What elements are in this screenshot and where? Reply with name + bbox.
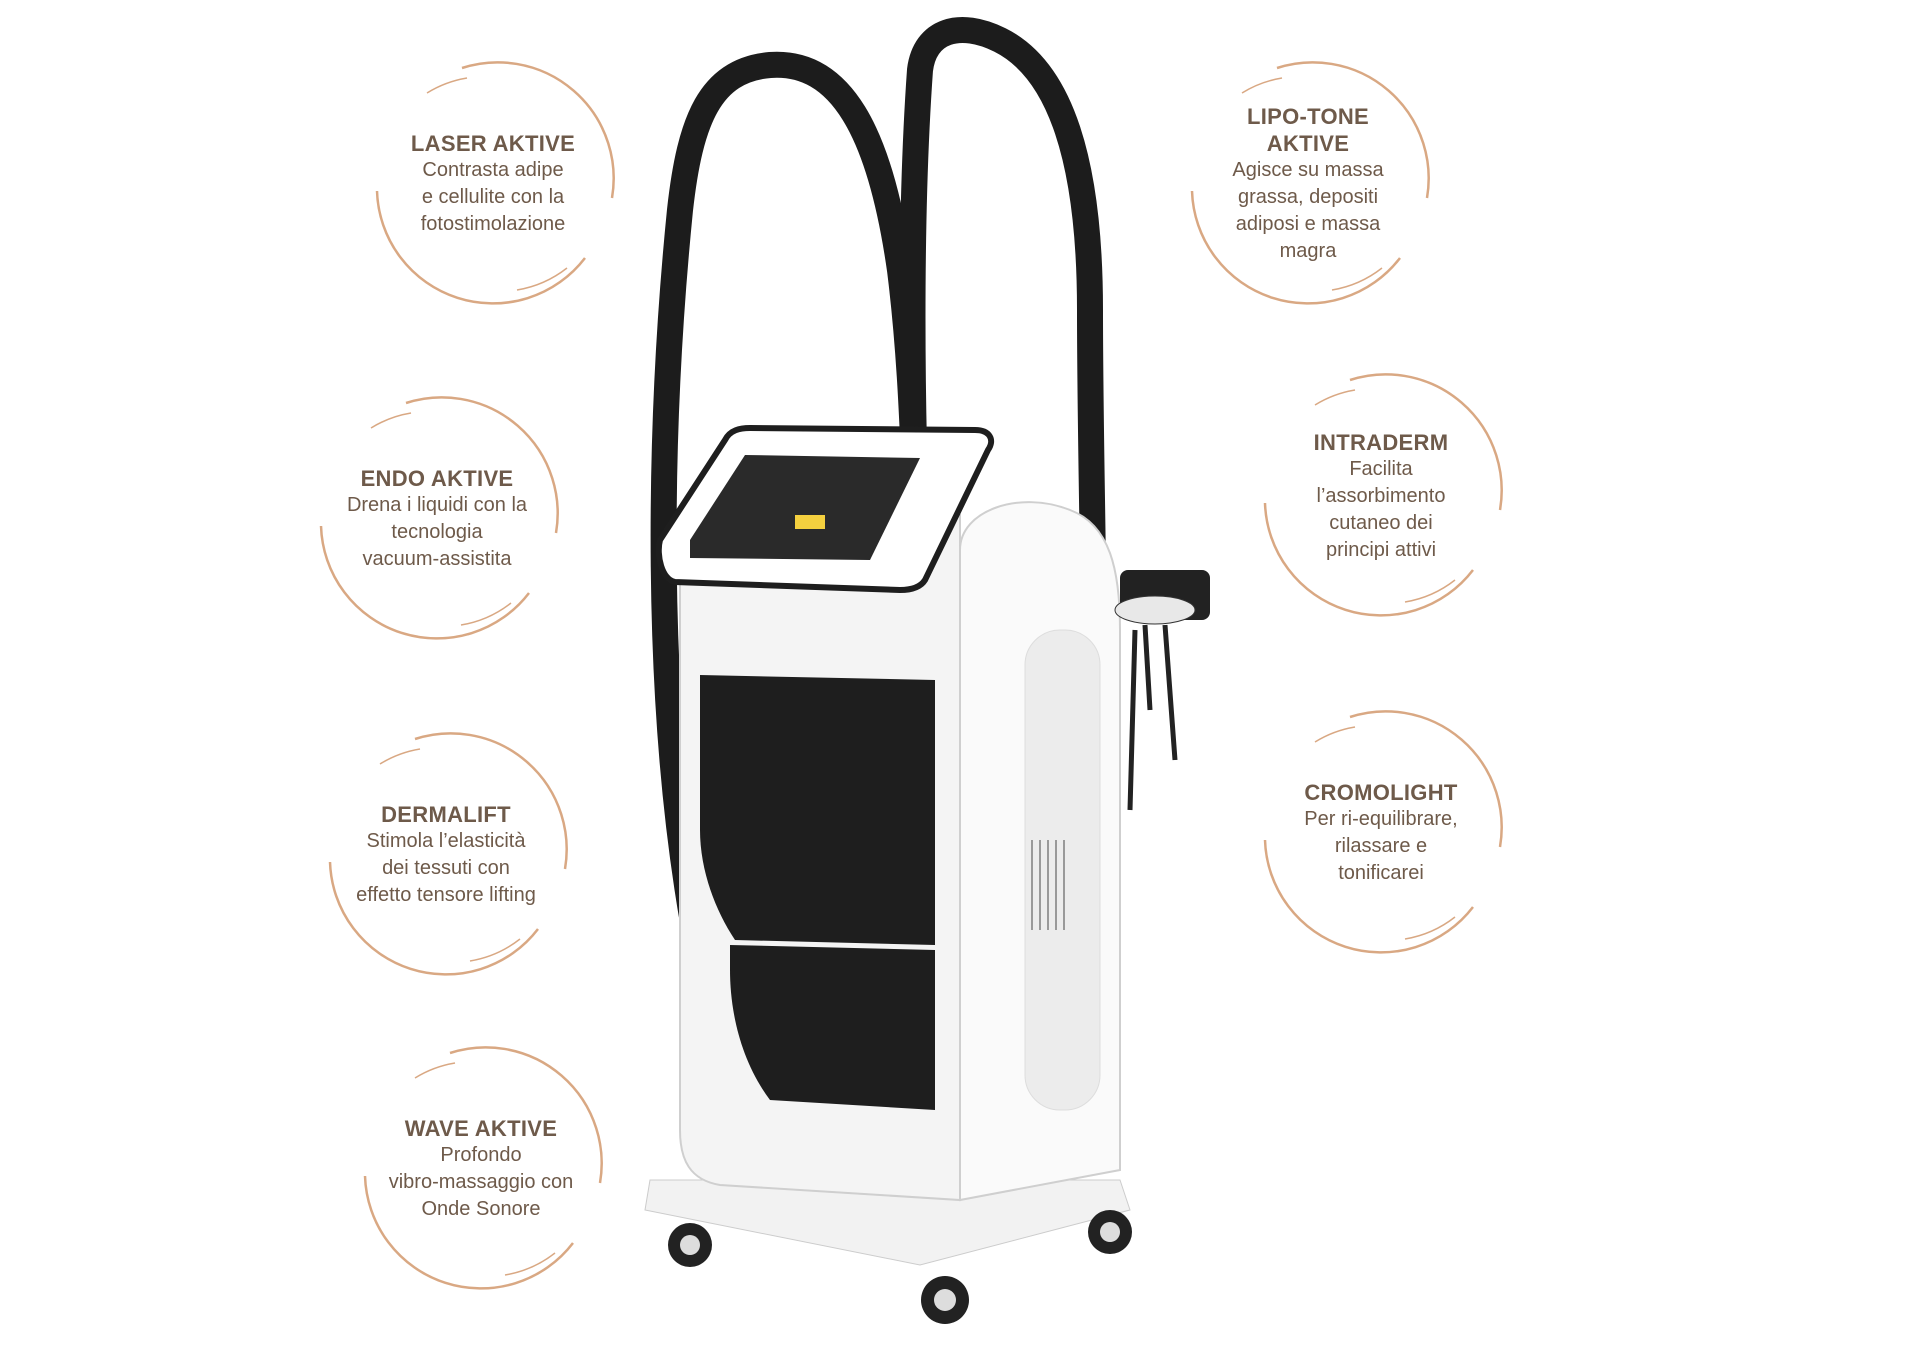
feature-description-line: vacuum-assistita — [362, 548, 512, 570]
feature-description-line: Stimola l’elasticità — [366, 830, 526, 852]
feature-description-line: Profondo — [440, 1144, 522, 1166]
feature-description-line: Per ri-equilibrare, — [1304, 808, 1458, 830]
circle-arc-decoration — [375, 61, 615, 305]
feature-description-line: l’assorbimento — [1316, 484, 1446, 507]
feature-title: LASER AKTIVE — [410, 131, 576, 156]
feature-description-line: grassa, depositi — [1237, 186, 1379, 208]
feature-laser-aktive: LASER AKTIVE Contrasta adipe e cellulite … — [367, 58, 619, 310]
side-recess — [1024, 629, 1101, 1111]
feature-description-line: cutaneo dei — [1329, 511, 1433, 534]
feature-title: LIPO-TONE AKTIVE — [1246, 104, 1370, 156]
drawer-lower — [730, 945, 935, 1110]
feature-description-line: effetto tensore lifting — [356, 884, 536, 906]
feature-description-line: tonificarei — [1338, 862, 1424, 884]
feature-cromolight: CROMOLIGHT Per ri-equilibrare, rilassare … — [1255, 707, 1507, 959]
feature-title: ENDO AKTIVE — [360, 466, 514, 491]
feature-description-line: Onde Sonore — [421, 1198, 541, 1220]
drawer-upper — [700, 675, 935, 945]
feature-description-line: fotostimolazione — [420, 213, 566, 235]
handpiece — [1114, 595, 1196, 625]
feature-description-line: dei tessuti con — [382, 857, 510, 879]
feature-description-line: rilassare e — [1334, 835, 1428, 857]
feature-description-line: Drena i liquidi con la — [346, 494, 528, 516]
feature-title: CROMOLIGHT — [1304, 780, 1458, 805]
feature-description-line: magra — [1279, 240, 1337, 262]
circle-arc-decoration — [328, 732, 568, 976]
feature-description-line: Agisce su massa — [1232, 159, 1384, 181]
feature-intraderm: INTRADERM Facilita l’assorbimento cutaneo … — [1255, 370, 1507, 622]
circle-arc-decoration — [363, 1046, 603, 1290]
feature-dermalift: DERMALIFT Stimola l’elasticità dei tessut… — [320, 729, 572, 981]
circle-arc-decoration — [319, 396, 559, 640]
feature-title: WAVE AKTIVE — [404, 1116, 558, 1141]
feature-description-line: e cellulite con la — [421, 186, 565, 208]
body-contouring-device-image — [644, 17, 1210, 1324]
circle-arc-decoration — [1263, 710, 1503, 954]
circle-arc-decoration — [1190, 61, 1430, 305]
feature-endo-aktive: ENDO AKTIVE Drena i liquidi con la tecnol… — [311, 393, 563, 645]
circle-arc-decoration — [1263, 373, 1503, 617]
feature-lipo-tone-aktive: LIPO-TONE AKTIVE Agisce su massa grassa, … — [1182, 58, 1434, 310]
vent-grille — [1031, 840, 1065, 930]
feature-description-line: vibro-massaggio con — [388, 1171, 574, 1193]
feature-description-line: adiposi e massa — [1235, 213, 1381, 235]
feature-description-line: Contrasta adipe — [422, 159, 564, 181]
feature-title: DERMALIFT — [381, 802, 511, 827]
feature-description-line: Facilita — [1349, 457, 1413, 480]
feature-description-line: principi attivi — [1325, 538, 1437, 561]
feature-title: INTRADERM — [1313, 429, 1449, 455]
feature-description-line: tecnologia — [391, 521, 483, 543]
